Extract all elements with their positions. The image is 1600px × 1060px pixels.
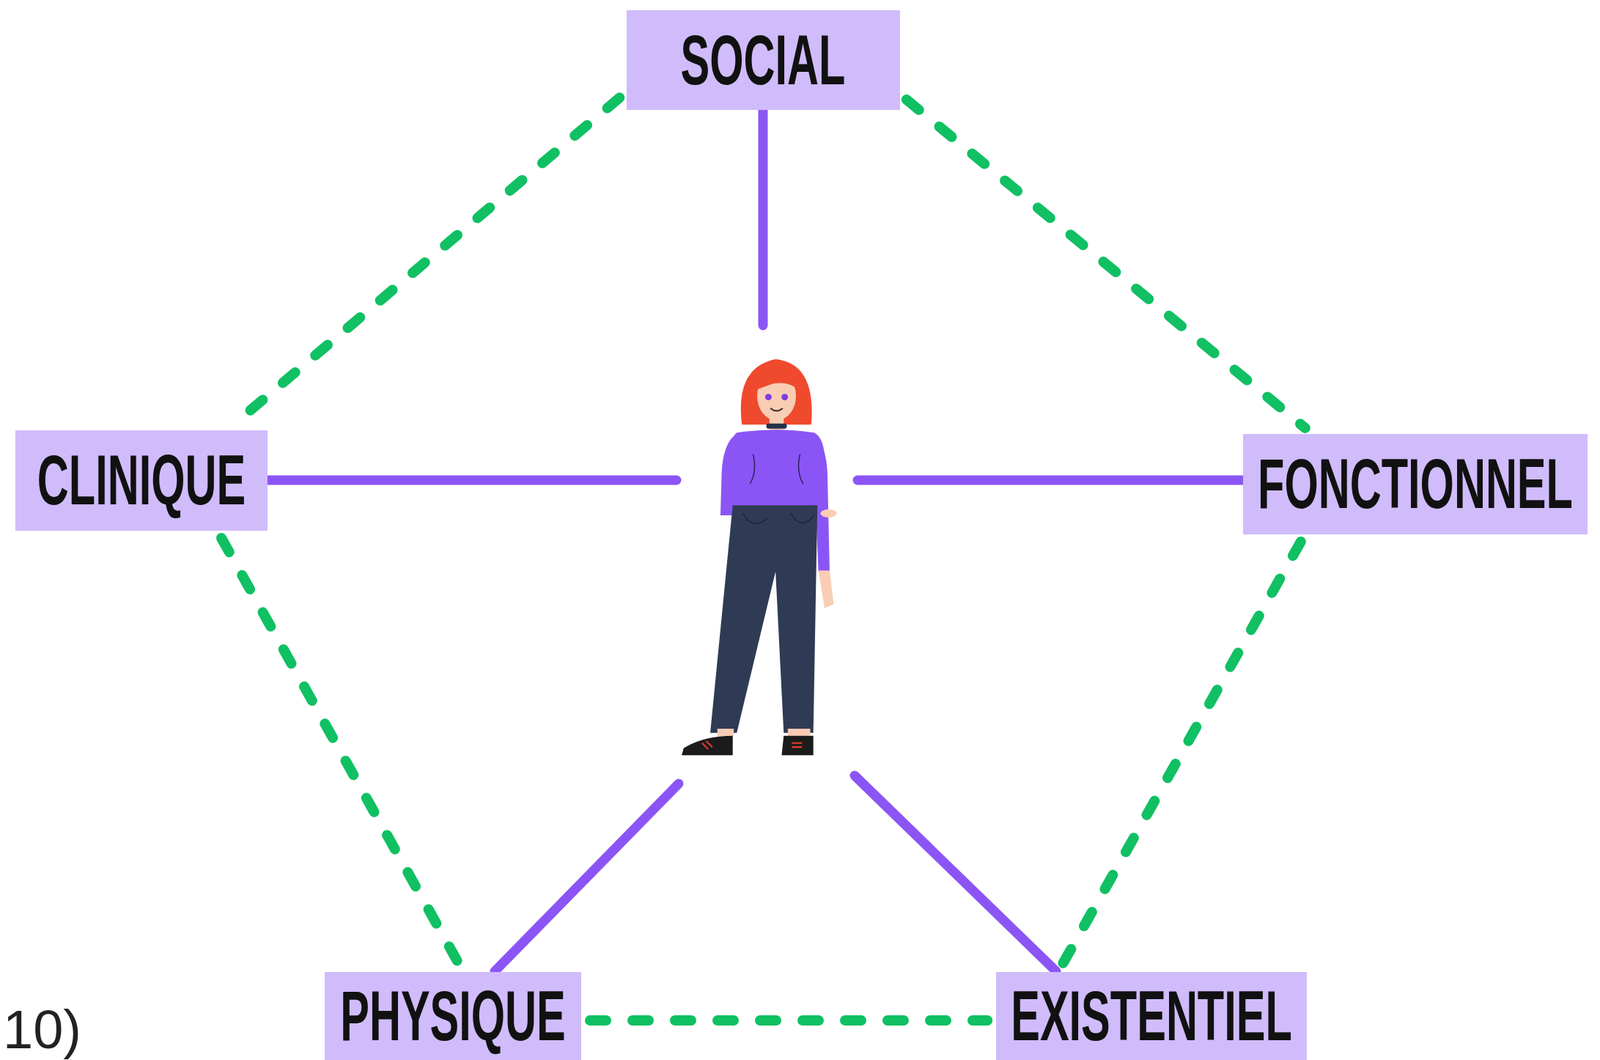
dashed-link bbox=[233, 97, 620, 424]
category-box: CLINIQUE bbox=[15, 430, 268, 531]
category-box: PHYSIQUE bbox=[324, 971, 582, 1060]
dashed-link bbox=[590, 1015, 988, 1026]
spoke-line bbox=[758, 109, 769, 326]
woman-figure bbox=[681, 359, 838, 755]
box-label: PHYSIQUE bbox=[340, 980, 566, 1052]
box-label: CLINIQUE bbox=[37, 444, 246, 516]
box-text-group: EXISTENTIEL bbox=[1010, 980, 1293, 1052]
spoke-line bbox=[267, 475, 677, 486]
dashed-link bbox=[221, 537, 459, 964]
box-text-group: CLINIQUE bbox=[37, 444, 246, 516]
box-text-group: PHYSIQUE bbox=[340, 980, 566, 1052]
fragment-label: 10) bbox=[2, 1002, 82, 1057]
box-label: EXISTENTIEL bbox=[1010, 980, 1293, 1052]
dashed-link bbox=[906, 99, 1306, 429]
category-box: SOCIAL bbox=[626, 10, 901, 110]
spoke-line bbox=[857, 475, 1247, 486]
box-text-group: SOCIAL bbox=[680, 24, 846, 96]
category-box: EXISTENTIEL bbox=[996, 971, 1307, 1060]
box-label: SOCIAL bbox=[680, 24, 846, 96]
box-text-group: FONCTIONNEL bbox=[1257, 448, 1573, 519]
spoke-line bbox=[494, 783, 679, 972]
category-box: FONCTIONNEL bbox=[1243, 433, 1588, 535]
spoke-lines bbox=[267, 109, 1247, 972]
box-label: FONCTIONNEL bbox=[1257, 448, 1573, 519]
dashed-link bbox=[1062, 541, 1301, 964]
spoke-line bbox=[854, 775, 1057, 972]
